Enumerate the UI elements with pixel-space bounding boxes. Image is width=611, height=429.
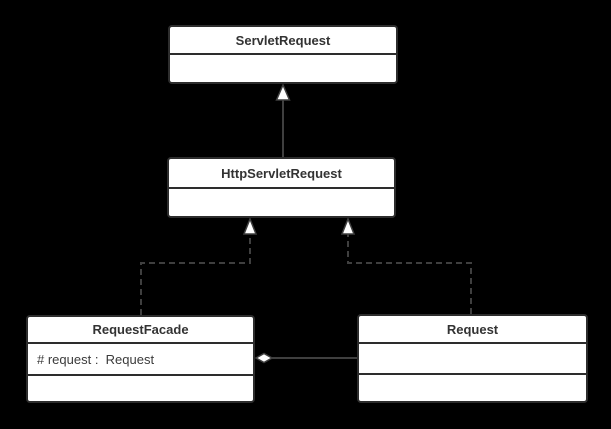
class-box-requestfacade[interactable]: RequestFacade # request : Request [26,315,255,403]
realization-connector-requestfacade-to-httpservletrequest[interactable] [140,216,258,315]
aggregation-connector-requestfacade-request[interactable] [254,352,357,364]
class-methods-compartment [28,374,253,401]
class-name-label: ServletRequest [235,32,331,48]
class-attributes-compartment [170,53,396,82]
class-box-httpservletrequest[interactable]: HttpServletRequest [167,157,396,218]
class-methods-compartment [359,373,586,401]
class-name-label: HttpServletRequest [221,165,342,181]
class-name-label: RequestFacade [92,322,189,337]
realization-connector-request-to-httpservletrequest[interactable] [340,216,472,314]
hollow-triangle-arrowhead-icon [340,216,356,235]
realization-dashed-line[interactable] [347,234,472,314]
hollow-triangle-arrowhead-icon [275,83,291,101]
class-name-label: Request [446,321,499,337]
realization-dashed-line[interactable] [140,234,251,315]
class-attributes-compartment [169,187,394,216]
generalization-connector-httpservletrequest-to-servletrequest[interactable] [275,83,291,157]
hollow-triangle-arrowhead-icon [242,216,258,235]
class-attribute-label: # request : Request [28,342,253,374]
class-attributes-compartment [359,342,586,373]
hollow-diamond-icon [254,352,274,364]
class-box-request[interactable]: Request [357,314,588,403]
class-box-servletrequest[interactable]: ServletRequest [168,25,398,84]
